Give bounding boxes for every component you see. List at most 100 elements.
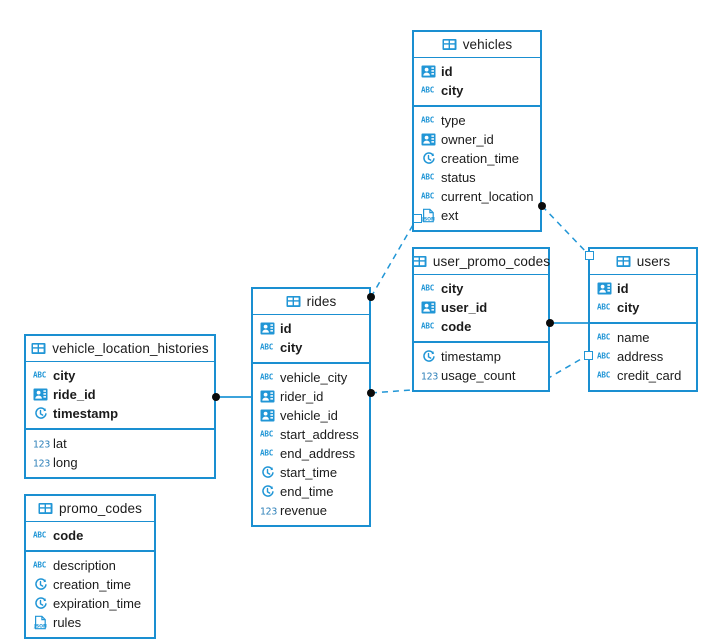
column-label: city: [280, 340, 303, 355]
clock-icon: [260, 465, 275, 480]
entity-header-users[interactable]: users: [590, 249, 696, 275]
column-row-creation_time[interactable]: creation_time: [26, 575, 154, 594]
column-label: type: [441, 113, 466, 128]
entity-title: user_promo_codes: [432, 254, 551, 269]
primary-key-row-user_id[interactable]: user_id: [414, 298, 548, 317]
column-label: timestamp: [441, 349, 501, 364]
column-row-vehicle_id[interactable]: vehicle_id: [253, 406, 369, 425]
entity-header-rides[interactable]: rides: [253, 289, 369, 315]
entity-title: vehicle_location_histories: [52, 341, 209, 356]
column-row-type[interactable]: ABC type: [414, 111, 540, 130]
column-label: timestamp: [53, 406, 119, 421]
svg-text:ABC: ABC: [421, 192, 435, 201]
number-icon: 123: [421, 368, 438, 383]
svg-text:JSON: JSON: [33, 623, 47, 629]
primary-key-row-id[interactable]: id: [590, 279, 696, 298]
json-icon: JSON: [33, 615, 48, 630]
column-row-rider_id[interactable]: rider_id: [253, 387, 369, 406]
column-row-creation_time[interactable]: creation_time: [414, 149, 540, 168]
edge-endpoint-dot: [546, 319, 554, 327]
column-row-owner_id[interactable]: owner_id: [414, 130, 540, 149]
column-row-timestamp[interactable]: timestamp: [414, 347, 548, 366]
primary-key-row-timestamp[interactable]: timestamp: [26, 404, 214, 423]
primary-key-row-id[interactable]: id: [253, 319, 369, 338]
column-label: id: [617, 281, 629, 296]
clock-icon: [33, 577, 48, 592]
svg-text:ABC: ABC: [597, 352, 611, 361]
entity-header-vehicles[interactable]: vehicles: [414, 32, 540, 58]
abc-icon: ABC: [597, 330, 612, 345]
column-label: expiration_time: [53, 596, 142, 611]
edge-endpoint-dot: [212, 393, 220, 401]
clock-icon: [421, 151, 436, 166]
column-row-current_location[interactable]: ABC current_location: [414, 187, 540, 206]
column-label: description: [53, 558, 116, 573]
abc-icon: ABC: [421, 281, 436, 296]
column-row-expiration_time[interactable]: expiration_time: [26, 594, 154, 613]
column-label: city: [441, 83, 464, 98]
edge-endpoint-dot: [367, 389, 375, 397]
svg-text:ABC: ABC: [421, 86, 435, 95]
edge-endpoint-square: [412, 213, 422, 223]
abc-icon: ABC: [33, 528, 48, 543]
svg-text:JSON: JSON: [421, 216, 435, 222]
primary-key-row-id[interactable]: id: [414, 62, 540, 81]
abc-icon: ABC: [260, 446, 275, 461]
key-person-icon: [597, 281, 612, 296]
abc-icon: ABC: [260, 370, 275, 385]
table-icon: [31, 341, 46, 356]
column-label: address: [617, 349, 664, 364]
column-label: credit_card: [617, 368, 682, 383]
column-row-address[interactable]: ABC address: [590, 347, 696, 366]
svg-text:123: 123: [33, 439, 50, 450]
table-icon: [286, 294, 301, 309]
entity-header-promo_codes[interactable]: promo_codes: [26, 496, 154, 522]
abc-icon: ABC: [421, 113, 436, 128]
entity-title: users: [636, 254, 671, 269]
table-icon: [616, 254, 631, 269]
column-label: current_location: [441, 189, 534, 204]
key-person-icon: [33, 387, 48, 402]
svg-text:ABC: ABC: [260, 449, 274, 458]
column-row-end_time[interactable]: end_time: [253, 482, 369, 501]
column-label: vehicle_id: [280, 408, 338, 423]
entity-header-vehicle_location_histories[interactable]: vehicle_location_histories: [26, 336, 214, 362]
number-icon: 123: [33, 436, 50, 451]
primary-key-row-ride_id[interactable]: ride_id: [26, 385, 214, 404]
column-row-start_time[interactable]: start_time: [253, 463, 369, 482]
entity-header-user_promo_codes[interactable]: user_promo_codes: [412, 249, 551, 275]
primary-key-row-city[interactable]: ABC city: [414, 81, 540, 100]
svg-text:ABC: ABC: [33, 531, 47, 540]
column-label: id: [280, 321, 292, 336]
